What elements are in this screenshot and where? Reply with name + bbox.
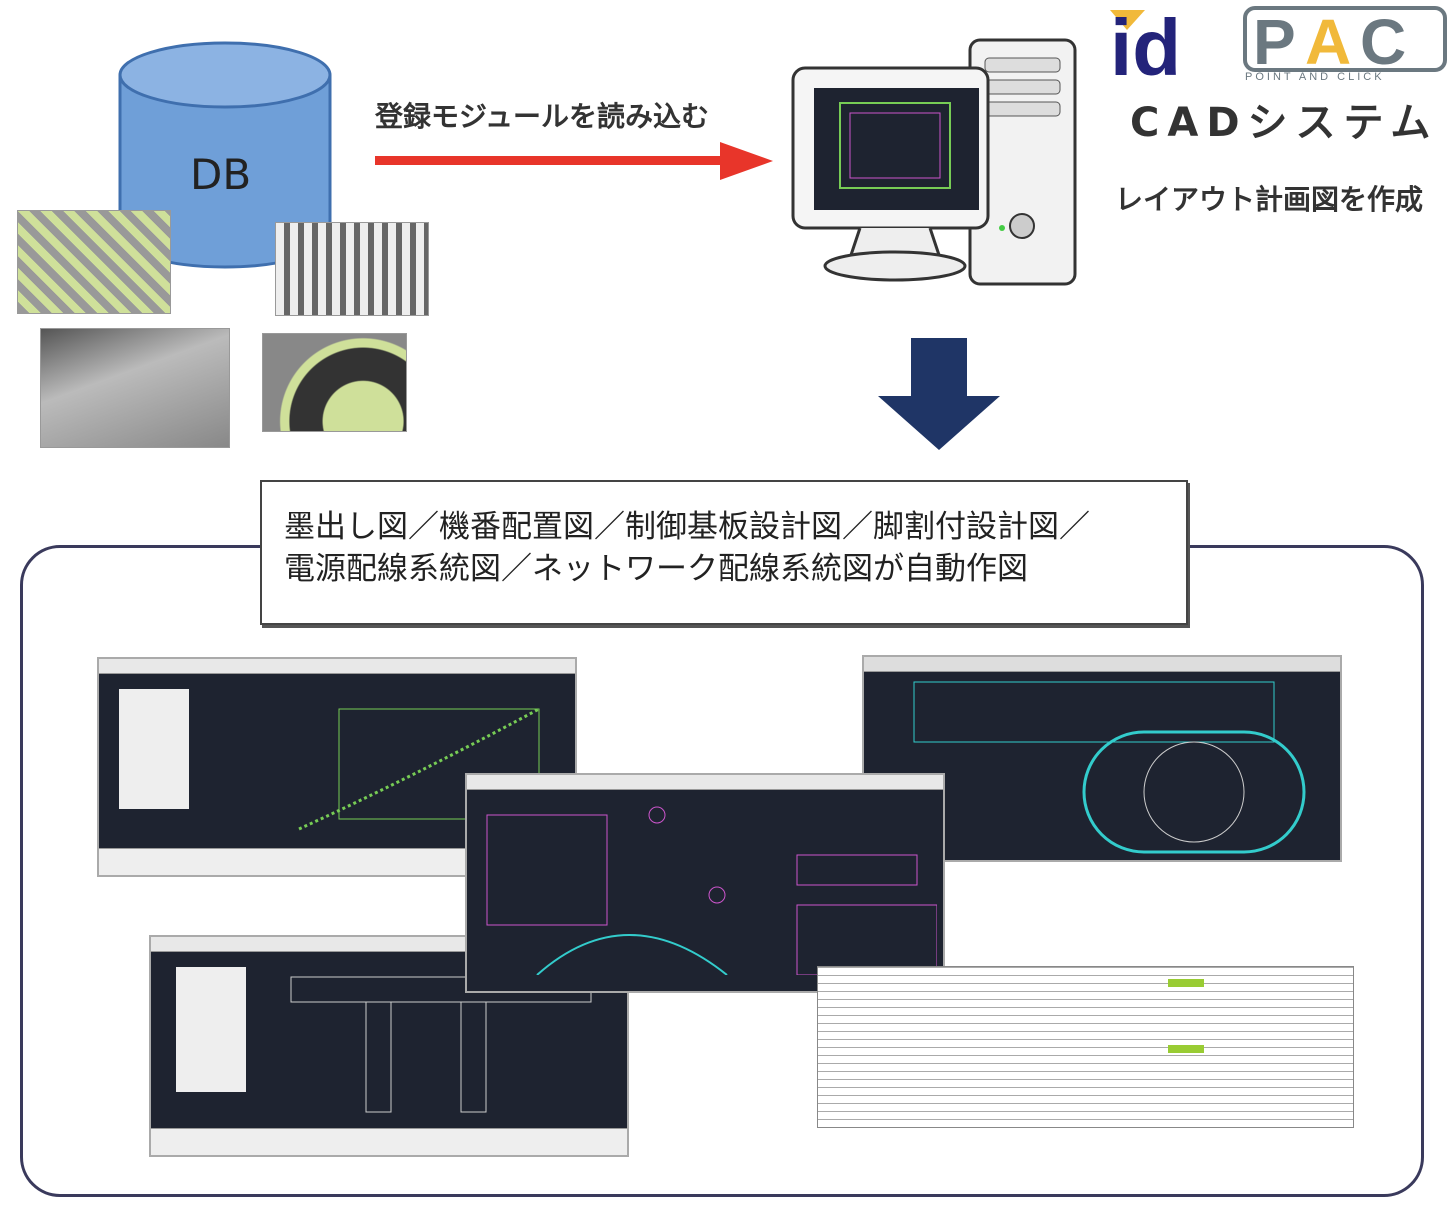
svg-text:POINT AND CLICK: POINT AND CLICK bbox=[1245, 71, 1385, 83]
idpac-logo: id P A C POINT AND CLICK bbox=[1105, 0, 1455, 92]
database-icon bbox=[118, 41, 332, 269]
svg-text:C: C bbox=[1360, 6, 1406, 78]
outputs-note-line2: 電源配線系統図／ネットワーク配線系統図が自動作図 bbox=[284, 551, 1028, 587]
system-title: CADシステム bbox=[1130, 100, 1439, 146]
computer-icon bbox=[791, 38, 1077, 286]
cad-screenshot-control bbox=[465, 773, 945, 993]
arrow-label: 登録モジュールを読み込む bbox=[375, 100, 710, 133]
parts-list-spreadsheet bbox=[817, 966, 1354, 1128]
module-image-belt bbox=[40, 328, 230, 448]
module-image-roller bbox=[275, 222, 429, 316]
right-arrow-icon bbox=[375, 142, 773, 180]
down-arrow-icon bbox=[878, 338, 1000, 450]
svg-text:id: id bbox=[1110, 3, 1181, 85]
module-image-conveyor bbox=[17, 210, 171, 314]
outputs-note: 墨出し図／機番配置図／制御基板設計図／脚割付設計図／ 電源配線系統図／ネットワー… bbox=[260, 480, 1188, 625]
system-subtitle: レイアウト計画図を作成 bbox=[1115, 183, 1424, 216]
svg-text:P: P bbox=[1253, 6, 1296, 78]
module-image-curve bbox=[262, 333, 407, 432]
db-label: DB bbox=[190, 150, 252, 199]
svg-text:A: A bbox=[1305, 6, 1351, 78]
outputs-note-line1: 墨出し図／機番配置図／制御基板設計図／脚割付設計図／ bbox=[284, 509, 1090, 545]
cad-screenshot-marking bbox=[97, 657, 577, 877]
